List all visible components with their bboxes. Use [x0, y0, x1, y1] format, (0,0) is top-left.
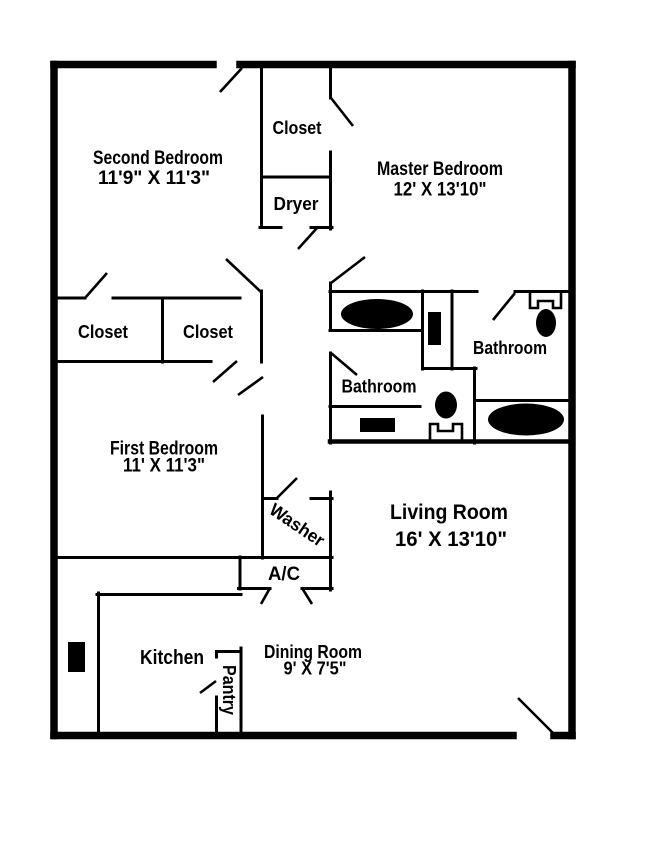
- living-room-label: Living Room: [390, 500, 508, 524]
- kitchen-label: Kitchen: [140, 647, 204, 669]
- first-bedroom-label: First Bedroom: [110, 439, 218, 460]
- door-closet-right-bifold-1: [212, 360, 238, 383]
- hall-bath-sink: [360, 418, 395, 432]
- door-bathroom-hall: [330, 352, 358, 376]
- first-bedroom-dims: 11' X 11'3": [123, 456, 205, 477]
- closet-top-label: Closet: [273, 118, 322, 138]
- bathroom-hall-label: Bathroom: [342, 377, 417, 397]
- hall-toilet-tank: [428, 422, 464, 441]
- door-swings: [84, 67, 554, 734]
- door-master-bedroom: [330, 255, 366, 285]
- master-toilet-bowl: [536, 309, 556, 337]
- door-bathroom-master: [491, 292, 517, 321]
- door-ac-right: [300, 587, 314, 605]
- hall-bath-vanity: [428, 312, 441, 345]
- dining-room-label: Dining Room: [264, 641, 362, 662]
- door-exterior-top: [219, 67, 243, 93]
- master-bedroom-label: Master Bedroom: [377, 159, 503, 180]
- door-closet-left: [84, 272, 108, 299]
- door-washer: [276, 477, 298, 499]
- exterior-walls: [50, 60, 576, 740]
- door-ac-left: [259, 587, 272, 605]
- bathroom-fixtures: [68, 293, 564, 672]
- door-first-bedroom-bifold-2: [237, 375, 264, 397]
- living-room-dims: 16' X 13'10": [395, 527, 507, 551]
- door-dryer: [297, 227, 318, 250]
- second-bedroom-label: Second Bedroom: [93, 148, 223, 169]
- bathroom-master-label: Bathroom: [473, 338, 547, 358]
- closet-right-label: Closet: [183, 322, 233, 342]
- hall-toilet-bowl: [435, 391, 457, 419]
- door-second-bedroom: [225, 258, 262, 293]
- door-entry: [517, 697, 554, 734]
- dining-room-dims: 9' X 7'5": [284, 658, 347, 679]
- door-closet-top: [329, 97, 355, 127]
- second-bedroom-dims: 11'9" X 11'3": [98, 168, 210, 189]
- hall-bathtub: [341, 299, 413, 329]
- door-pantry: [199, 679, 217, 695]
- ac-label: A/C: [268, 564, 300, 585]
- master-toilet-tank: [528, 293, 563, 310]
- master-bedroom-dims: 12' X 13'10": [394, 180, 487, 201]
- pantry-label: Pantry: [219, 665, 239, 715]
- dryer-label: Dryer: [274, 194, 319, 214]
- water-heater: [68, 642, 85, 672]
- room-labels: Second Bedroom 11'9" X 11'3" Closet Drye…: [78, 118, 547, 715]
- closet-left-label: Closet: [78, 322, 128, 342]
- master-bathtub: [488, 403, 564, 436]
